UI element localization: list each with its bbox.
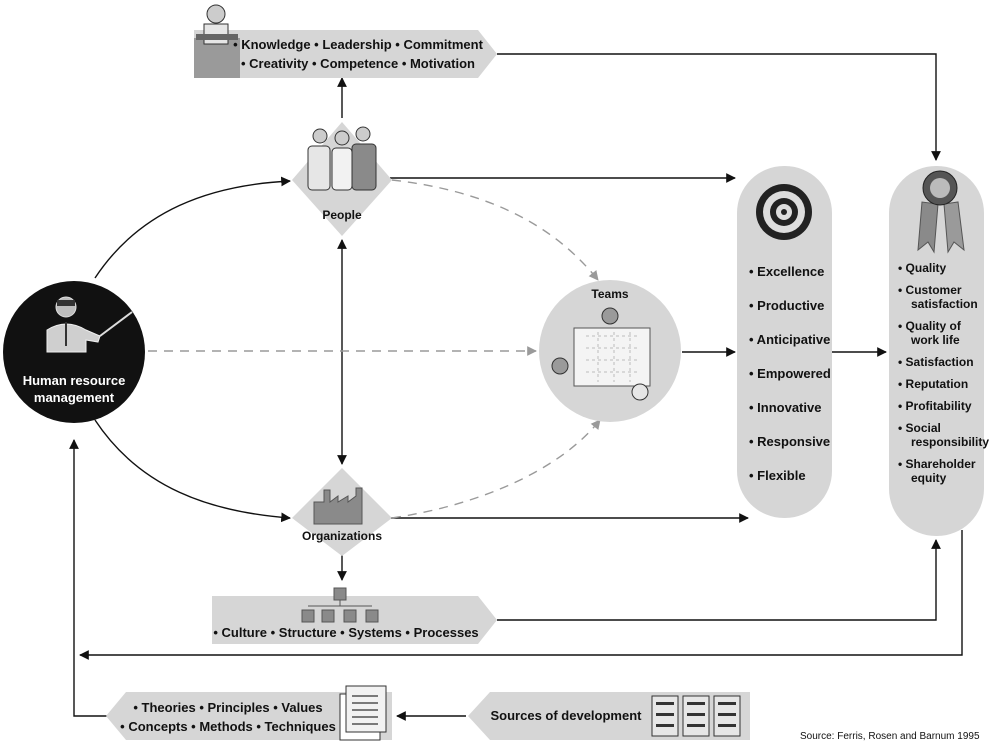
outcome-item: satisfaction xyxy=(911,297,978,311)
people-attributes-banner: • Knowledge • Leadership • Commitment • … xyxy=(194,4,497,78)
team-qualities-panel: • Excellence • Productive • Anticipative • … xyxy=(737,166,832,518)
teams-node: Teams xyxy=(539,280,681,422)
connectors xyxy=(69,53,963,721)
team-quality-item: • Productive xyxy=(749,298,824,313)
outcome-item: • Reputation xyxy=(898,377,968,391)
outcome-item: • Quality of xyxy=(898,319,962,333)
org-attributes-banner: • Culture • Structure • Systems • Proces… xyxy=(212,587,497,644)
target-icon xyxy=(756,184,812,240)
outcome-item: equity xyxy=(911,471,947,485)
development-banner: • Theories • Principles • Values • Conce… xyxy=(106,685,392,741)
teams-label: Teams xyxy=(591,287,628,301)
people-label: People xyxy=(322,208,362,222)
presenter-icon xyxy=(46,296,133,353)
outcome-item: • Shareholder xyxy=(898,457,976,471)
team-quality-item: • Anticipative xyxy=(749,332,830,347)
sources-banner: Sources of development xyxy=(468,692,750,740)
people-attributes-row2: • Creativity • Competence • Motivation xyxy=(241,56,475,71)
organizations-node: Organizations xyxy=(292,468,392,556)
team-quality-item: • Excellence xyxy=(749,264,824,279)
team-qualities-list: • Excellence • Productive • Anticipative • … xyxy=(749,264,831,483)
development-row2: • Concepts • Methods • Techniques xyxy=(120,719,336,734)
arrow-hrm-to-organizations xyxy=(94,419,291,523)
dashed-org-to-teams xyxy=(391,419,601,519)
speaker-icon xyxy=(194,4,240,78)
outcome-item: • Customer xyxy=(898,283,962,297)
people-node: People xyxy=(292,122,392,236)
arrow-attributes-to-outcomes xyxy=(497,53,941,161)
outcome-item: • Social xyxy=(898,421,941,435)
arrow-hrm-to-people xyxy=(94,176,291,279)
factory-icon xyxy=(313,487,363,525)
outcome-item: responsibility xyxy=(911,435,989,449)
hrm-label-line2: management xyxy=(34,390,115,405)
people-attributes-row1: • Knowledge • Leadership • Commitment xyxy=(233,37,484,52)
dashed-people-to-teams xyxy=(391,179,599,281)
org-attributes-row1: • Culture • Structure • Systems • Proces… xyxy=(213,625,478,640)
outcome-item: • Quality xyxy=(898,261,947,275)
people-group-icon xyxy=(307,126,377,191)
sources-label: Sources of development xyxy=(491,708,643,723)
arrow-culture-to-outcomes xyxy=(497,539,941,621)
hrm-node: Human resource management xyxy=(3,281,145,423)
outcome-item: • Profitability xyxy=(898,399,972,413)
team-meeting-icon xyxy=(551,307,651,401)
team-quality-item: • Empowered xyxy=(749,366,831,381)
outcome-item: • Satisfaction xyxy=(898,355,974,369)
dashed-connectors xyxy=(148,179,601,519)
team-quality-item: • Responsive xyxy=(749,434,830,449)
source-note: Source: Ferris, Rosen and Barnum 1995 xyxy=(800,731,980,742)
outcome-item: work life xyxy=(910,333,960,347)
team-quality-item: • Flexible xyxy=(749,468,806,483)
development-row1: • Theories • Principles • Values xyxy=(133,700,322,715)
arrow-outcomes-feedback xyxy=(79,530,963,660)
file-cabinet-icon xyxy=(651,695,741,737)
document-icon xyxy=(339,685,387,741)
organizations-label: Organizations xyxy=(302,529,382,543)
org-chart-icon xyxy=(301,587,379,623)
team-quality-item: • Innovative xyxy=(749,400,821,415)
award-ribbon-icon xyxy=(917,170,965,254)
hrm-label-line1: Human resource xyxy=(23,373,126,388)
arrow-development-to-hrm xyxy=(69,439,108,717)
